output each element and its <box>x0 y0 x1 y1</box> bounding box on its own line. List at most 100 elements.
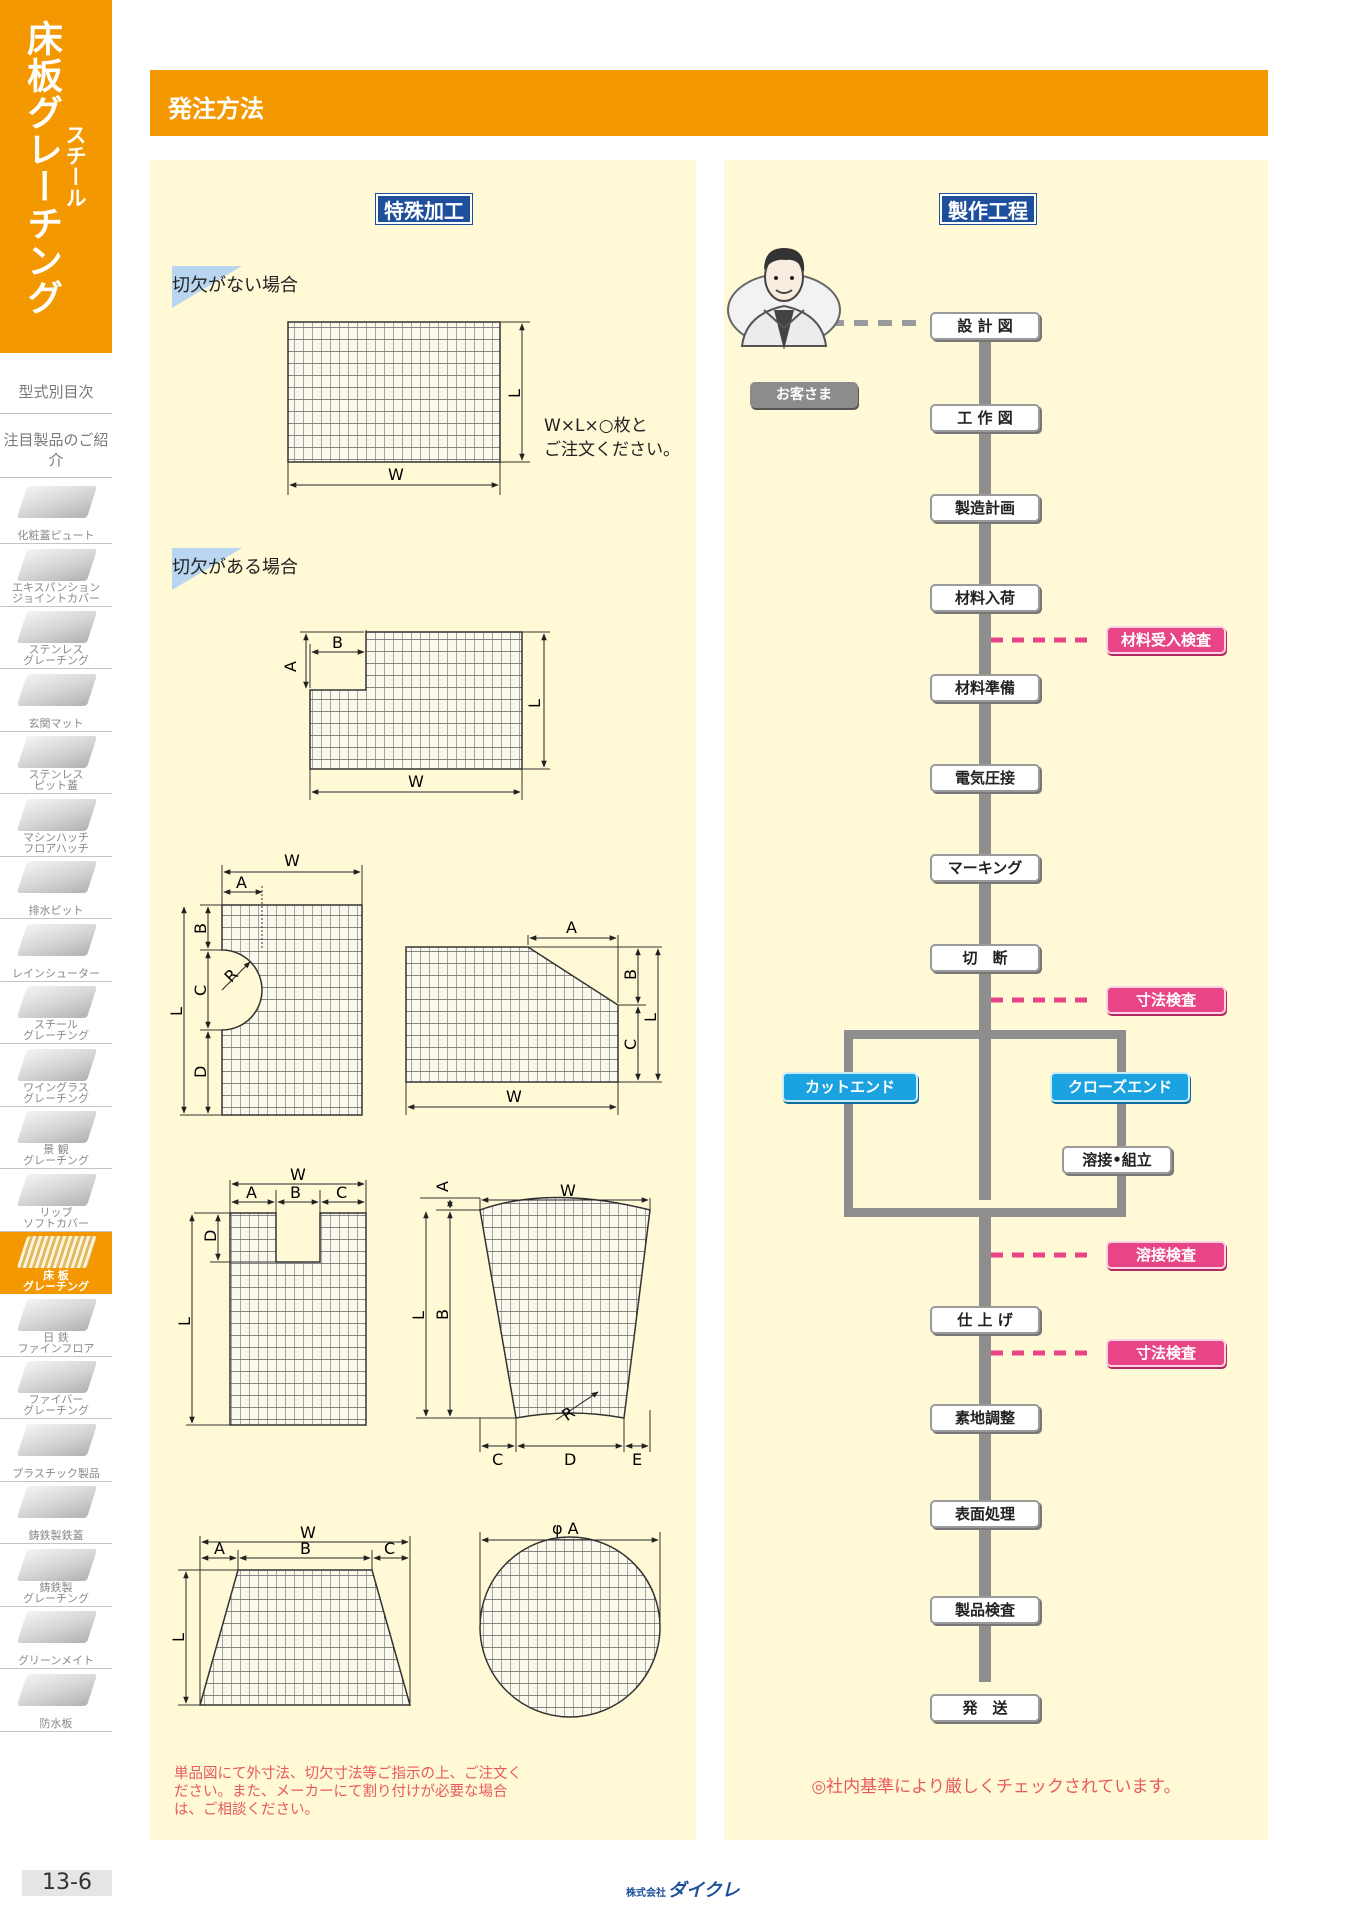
customer-icon <box>727 248 841 350</box>
sidebar-item-label: グリーンメイト <box>17 1654 95 1667</box>
dim-label: W <box>388 465 404 484</box>
product-thumbnail-icon <box>16 923 98 956</box>
dim-label: B <box>621 969 640 980</box>
case-marker-icon <box>172 548 242 590</box>
process-step: 仕 上 げ <box>930 1306 1040 1334</box>
dim-label: A <box>246 1183 257 1202</box>
process-step: 製造計画 <box>930 494 1040 522</box>
sidebar-item[interactable]: スチール グレーチング <box>0 982 112 1044</box>
sidebar-item[interactable]: 鋳鉄製 グレーチング <box>0 1545 112 1607</box>
sidebar-item-label: レインシューター <box>12 966 100 980</box>
process-step: 工 作 図 <box>930 404 1040 432</box>
sidebar-item[interactable]: プラスチック製品 <box>0 1420 112 1482</box>
dim-label: C <box>492 1450 503 1469</box>
section-title: 発注方法 <box>168 95 264 123</box>
trapezoid-grating-diagram: W A B C L <box>169 1523 411 1706</box>
dim-label: B <box>300 1539 311 1558</box>
sidebar-item[interactable]: グリーンメイト <box>0 1607 112 1669</box>
product-thumbnail-icon <box>16 1673 98 1706</box>
process-step: 設 計 図 <box>930 312 1040 340</box>
sidebar-item[interactable]: レインシューター <box>0 920 112 982</box>
cut-end-branch: カットエンド <box>782 1072 918 1102</box>
dim-label: L <box>505 389 524 398</box>
special-processing-title: 特殊加工 <box>375 193 473 225</box>
sidebar-item[interactable]: ファイバー グレーチング <box>0 1357 112 1419</box>
sidebar-item[interactable]: 玄関マット <box>0 670 112 732</box>
inspection-step: 寸法検査 <box>1106 986 1226 1014</box>
dim-label: A <box>566 918 577 937</box>
sidebar-item-label: エキスパンション ジョイントカバー <box>11 580 101 605</box>
sidebar-item-label: ファイバー グレーチング <box>23 1393 89 1417</box>
maker-prefix: 株式会社 <box>626 1888 666 1899</box>
product-thumbnail-icon <box>16 611 98 643</box>
product-thumbnail-icon <box>16 1423 98 1456</box>
rect-grating-diagram: W L <box>287 321 530 495</box>
sidebar-item[interactable]: 排水ピット <box>0 857 112 919</box>
sidebar-link-catalog[interactable]: 型式別目次 <box>0 372 112 414</box>
dim-label: L <box>167 1007 186 1016</box>
dim-label: R <box>221 965 242 986</box>
semicircle-notch-diagram: W A B C D L R <box>167 851 363 1116</box>
sidebar-item-label: 鋳鉄製鉄蓋 <box>28 1529 84 1542</box>
sidebar-item[interactable]: 化粧蓋ピュート <box>0 482 112 544</box>
product-thumbnail-icon <box>16 548 98 581</box>
product-thumbnail-icon <box>16 1111 98 1143</box>
order-instruction-line2: ご注文ください。 <box>544 440 680 460</box>
case-notch-heading: 切欠がある場合 <box>172 557 298 578</box>
notched-grating-diagram: B A L W <box>281 630 550 800</box>
product-thumbnail-icon <box>16 986 98 1018</box>
inspection-step: 溶接検査 <box>1106 1241 1226 1269</box>
sidebar-item[interactable]: 日 鉄 ファインフロア <box>0 1295 112 1357</box>
sidebar-item-label: 床 板 グレーチング <box>23 1269 89 1293</box>
maker-name: ダイクレ <box>668 1880 740 1901</box>
dim-label: E <box>632 1450 642 1469</box>
sidebar-item[interactable]: マシンハッチ フロアハッチ <box>0 795 112 857</box>
sidebar-title-ruby: スチール <box>63 124 87 208</box>
sidebar-item-label: 防水板 <box>39 1716 73 1730</box>
sidebar-item[interactable]: 鋳鉄製鉄蓋 <box>0 1482 112 1544</box>
sidebar-item-label: 玄関マット <box>28 716 84 730</box>
sidebar-item[interactable]: 防水板 <box>0 1670 112 1732</box>
section-header: 発注方法 <box>150 70 1268 136</box>
sidebar-item-label: プラスチック製品 <box>12 1466 100 1480</box>
product-thumbnail-icon <box>16 673 98 706</box>
weld-assembly-step: 溶接•組立 <box>1062 1146 1172 1174</box>
product-thumbnail-icon <box>16 1611 98 1643</box>
chamfered-grating-diagram: A B C L W <box>405 918 662 1115</box>
sidebar-item[interactable]: ステンレス ピット蓋 <box>0 732 112 794</box>
dim-label: L <box>169 1633 188 1642</box>
case-no-notch-heading: 切欠がない場合 <box>172 275 298 296</box>
dim-label: B <box>433 1309 452 1320</box>
dim-label: D <box>564 1450 576 1469</box>
grating-diagrams: W L B A L W W A <box>167 321 662 1718</box>
customer-label: お客さま <box>750 382 858 408</box>
sidebar-title: 床板グレーチング スチール <box>0 0 112 353</box>
dim-label: A <box>433 1181 452 1192</box>
sidebar-item[interactable]: ステンレス グレーチング <box>0 607 112 669</box>
process-step: 材料準備 <box>930 674 1040 702</box>
sidebar-item[interactable]: リップ ソフトカバー <box>0 1170 112 1232</box>
dim-label: L <box>175 1317 194 1326</box>
dim-label: C <box>336 1183 347 1202</box>
process-step: 素地調整 <box>930 1404 1040 1432</box>
dim-label: W <box>560 1181 576 1200</box>
sidebar-item-label: リップ ソフトカバー <box>23 1205 89 1230</box>
sidebar-item[interactable]: ワイングラス グレーチング <box>0 1045 112 1107</box>
sidebar-item[interactable]: エキスパンション ジョイントカバー <box>0 545 112 607</box>
dim-label: L <box>641 1013 660 1022</box>
sidebar-item-label: マシンハッチ フロアハッチ <box>23 830 89 855</box>
sidebar-item-label: 排水ピット <box>28 904 84 917</box>
center-notch-diagram: W A B C D L <box>175 1165 367 1426</box>
sidebar-item[interactable]: 景 観 グレーチング <box>0 1107 112 1169</box>
sidebar-title-main: 床板グレーチング <box>21 20 62 316</box>
dim-label: A <box>236 873 247 892</box>
process-step: 発 送 <box>930 1694 1040 1722</box>
product-thumbnail-icon <box>16 798 98 831</box>
dim-label: A <box>214 1539 225 1558</box>
dim-label: W <box>290 1165 306 1184</box>
product-thumbnail-icon <box>16 736 98 768</box>
inspection-step: 寸法検査 <box>1106 1339 1226 1367</box>
sidebar-link-featured[interactable]: 注目製品のご紹介 <box>0 426 112 478</box>
product-thumbnail-icon <box>16 1236 98 1268</box>
sidebar-item[interactable]: 床 板 グレーチング <box>0 1232 112 1294</box>
